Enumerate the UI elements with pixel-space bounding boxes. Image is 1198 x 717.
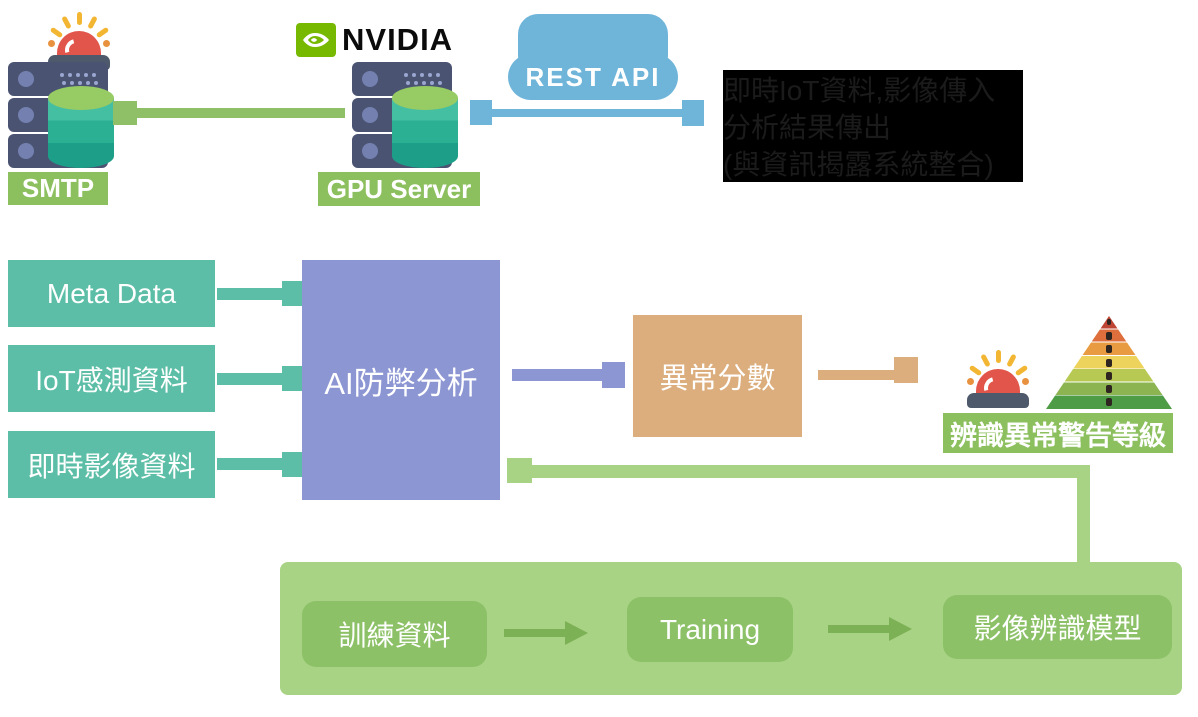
arrow-head-to-note <box>682 100 704 126</box>
alarm-base <box>967 393 1029 408</box>
warning-level-pyramid-icon <box>1046 316 1172 409</box>
alarm-ray <box>968 364 983 377</box>
arrow-line-gpu-smtp <box>135 108 345 118</box>
database-top <box>48 86 114 110</box>
anomaly-score-box: 異常分數 <box>633 315 802 437</box>
alarm-ray <box>49 26 64 39</box>
pyramid-marker <box>1106 385 1112 393</box>
alarm-ray-dot <box>103 40 110 47</box>
alarm-ray <box>996 350 1001 363</box>
nvidia-logo: NVIDIA <box>296 22 453 58</box>
pyramid-marker <box>1107 319 1111 325</box>
database-top <box>392 86 458 110</box>
arrow-head-to-smtp <box>113 101 137 125</box>
alert-level-label: 辨識異常警告等級 <box>943 413 1173 453</box>
feedback-line-horizontal <box>530 465 1090 478</box>
alarm-ray <box>1006 353 1017 368</box>
arrow-line-ai-score <box>512 369 604 381</box>
alarm-ray-dot <box>1022 378 1029 385</box>
server-led <box>18 107 34 123</box>
pyramid-marker <box>1106 359 1112 367</box>
server-led <box>18 143 34 159</box>
rest-api-label: REST API <box>508 54 678 100</box>
nvidia-eye-icon <box>296 23 336 57</box>
arrow-line-video-ai <box>217 458 284 470</box>
smtp-label: SMTP <box>8 172 108 205</box>
alarm-dome <box>976 369 1020 404</box>
alarm-ray <box>95 26 110 39</box>
pyramid-marker <box>1106 398 1112 406</box>
arrow-head-score-alert <box>894 357 918 383</box>
database-cylinder <box>48 86 114 168</box>
pyramid-marker <box>1106 345 1112 353</box>
feedback-line-vertical <box>1077 466 1090 562</box>
rest-api-cloud: REST API <box>508 14 678 100</box>
note-line-3: (與資訊揭露系統整合) <box>723 149 994 180</box>
note-line-1: 即時IoT資料,影像傳入 <box>723 75 996 106</box>
training-box: Training <box>627 597 793 662</box>
arrow-line-meta-ai <box>217 288 284 300</box>
alarm-ray-dot <box>48 40 55 47</box>
server-dots <box>60 73 64 77</box>
server-led <box>18 71 34 87</box>
alert-alarm-icon <box>967 350 1029 408</box>
alarm-ray <box>1014 364 1029 377</box>
nvidia-wordmark: NVIDIA <box>342 22 454 57</box>
database-cylinder <box>392 86 458 168</box>
arrow-line-data-training <box>504 629 566 637</box>
smtp-server-icon <box>8 62 115 170</box>
arrow-head-training-model <box>889 617 912 641</box>
alarm-ray-dot <box>967 378 974 385</box>
alarm-ray <box>87 15 98 30</box>
input-box-realtime-video: 即時影像資料 <box>8 431 215 498</box>
alarm-ray <box>61 15 72 30</box>
input-box-iot: IoT感測資料 <box>8 345 215 412</box>
training-data-box: 訓練資料 <box>302 601 487 667</box>
image-recognition-model-box: 影像辨識模型 <box>943 595 1172 659</box>
arrow-line-score-alert <box>818 370 896 380</box>
alarm-ray <box>77 12 82 25</box>
arrow-head-data-training <box>565 621 588 645</box>
arrow-head-model-ai <box>507 458 532 483</box>
alarm-ray <box>980 353 991 368</box>
arrow-head-video-ai <box>282 452 303 477</box>
ai-analysis-box: AI防弊分析 <box>302 260 500 500</box>
server-led <box>362 71 378 87</box>
pyramid-marker <box>1106 372 1112 380</box>
input-box-meta-data: Meta Data <box>8 260 215 327</box>
gpu-server-label: GPU Server <box>318 172 480 206</box>
arrow-line-iot-ai <box>217 373 284 385</box>
arrow-line-training-model <box>828 625 890 633</box>
arrow-head-iot-ai <box>282 366 303 391</box>
server-led <box>362 143 378 159</box>
server-dots <box>404 73 408 77</box>
pyramid-marker <box>1106 332 1112 340</box>
server-led <box>362 107 378 123</box>
arrow-head-to-gpu <box>470 100 492 125</box>
arrow-head-ai-score <box>602 362 625 388</box>
arrow-head-meta-ai <box>282 281 303 306</box>
alarm-dome <box>57 31 101 66</box>
arrow-line-gpu-restapi <box>490 109 685 117</box>
note-line-2: 分析結果傳出 <box>723 112 892 143</box>
integration-note: 即時IoT資料,影像傳入 分析結果傳出 (與資訊揭露系統整合) <box>723 70 1023 182</box>
gpu-server-icon <box>352 62 459 170</box>
